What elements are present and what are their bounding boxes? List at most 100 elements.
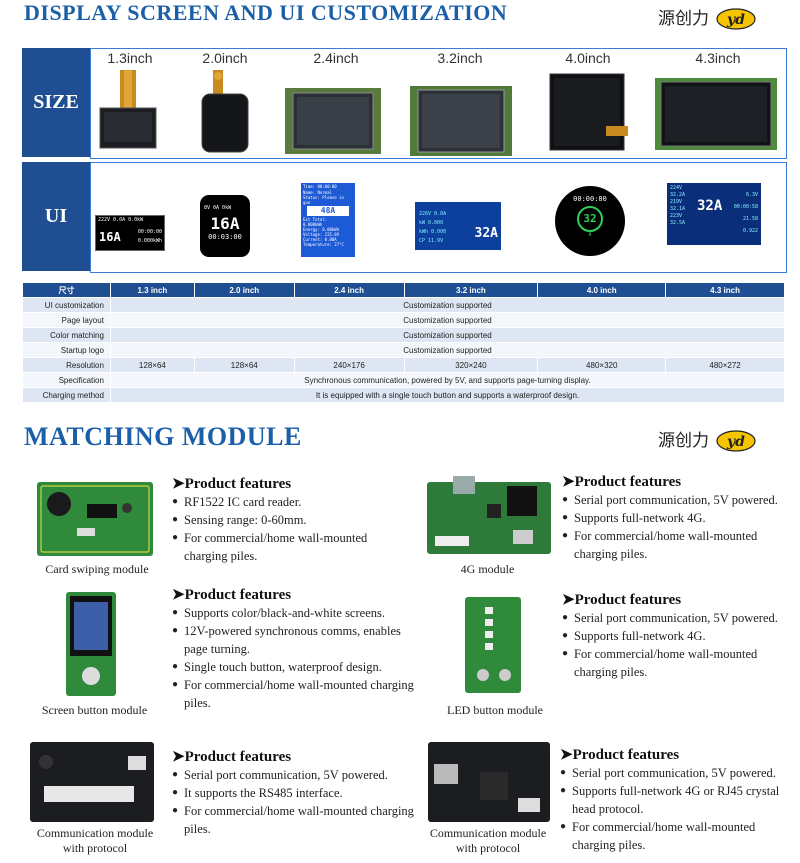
spec-header-6: 4.3 inch xyxy=(665,282,785,298)
ui43-left: 224V 32.2A 219V 32.1A 223V 32.5A xyxy=(670,185,685,227)
row-value: Customization supported xyxy=(109,312,786,328)
ui24-l2: Name: Normal xyxy=(303,190,332,195)
ui32-row-4: CP 11.9V xyxy=(419,238,444,244)
table-row: Startup logo Customization supported xyxy=(22,342,786,358)
brand-logo: 源创力 yd xyxy=(658,4,757,31)
feature-item: For commercial/home wall-mounted chargin… xyxy=(172,802,417,838)
features-title: ➤Product features xyxy=(562,592,682,608)
spec-table-header: 尺寸 1.3 inch 2.0 inch 2.4 inch 3.2 inch 4… xyxy=(22,282,785,298)
ui43-big: 32A xyxy=(697,198,723,214)
ui43-left-5: 223V xyxy=(670,213,683,219)
feature-item: For commercial/home wall-mounted chargin… xyxy=(172,529,412,565)
features-list: Serial port communication, 5V powered. I… xyxy=(172,766,417,838)
4g-caption: 4G module xyxy=(460,562,515,576)
ui24-l4: Ext Total: xyxy=(303,217,328,222)
lcd-2-4-photo xyxy=(285,88,381,154)
matching-title: MATCHING MODULE xyxy=(24,422,302,451)
spec-header-3: 2.4 inch xyxy=(293,282,405,298)
ui24-l7: Voltage: 225.8V xyxy=(303,232,340,237)
feature-item: Supports color/black-and-white screens. xyxy=(172,604,417,622)
size-label-4-3: 4.3inch xyxy=(695,50,741,66)
ui24-l6: Energy: 0.00kWh xyxy=(303,227,340,232)
table-row: Charging method It is equipped with a si… xyxy=(22,387,786,403)
ui13-big: 16A xyxy=(99,230,121,244)
resolution-cell: 480×320 xyxy=(537,357,667,373)
feature-item: Serial port communication, 5V powered. xyxy=(560,764,797,782)
card-swiping-module-photo xyxy=(37,482,153,556)
feature-item: Supports full-network 4G or RJ45 crystal… xyxy=(560,782,797,818)
row-label: Specification xyxy=(22,372,111,388)
screen-button-module-photo xyxy=(66,592,116,696)
row-value: It is equipped with a single touch butto… xyxy=(109,387,786,403)
ui-screen-4-3: 224V 32.2A 219V 32.1A 223V 32.5A 32A 6.3… xyxy=(667,183,761,245)
card-swiping-features: ➤Product features RF1522 IC card reader.… xyxy=(172,474,412,565)
svg-text:yd: yd xyxy=(726,434,745,450)
resolution-cell: 128×64 xyxy=(109,357,195,373)
ui20-big: 16A xyxy=(210,214,240,233)
row-label: Charging method xyxy=(22,387,111,403)
ui43-left-4: 32.1A xyxy=(670,206,686,212)
ui43-right-4: 0.922 xyxy=(742,228,758,234)
ui24-big: 48A xyxy=(307,206,349,216)
led-button-features: ➤Product features Serial port communicat… xyxy=(562,590,797,681)
ui43-left-3: 219V xyxy=(670,199,683,205)
ui13-kwh: 0.000kWh xyxy=(137,238,162,244)
resolution-cell: 240×176 xyxy=(293,357,405,373)
size-label-2-0: 2.0inch xyxy=(202,50,248,66)
comm-rs485-features: ➤Product features Serial port communicat… xyxy=(172,747,417,838)
led-button-module-photo xyxy=(465,597,521,693)
feature-item: Serial port communication, 5V powered. xyxy=(562,491,797,509)
spec-header-1: 1.3 inch xyxy=(109,282,195,298)
ui24-l1: Time: 00:00:00 xyxy=(303,184,337,189)
features-list: Supports color/black-and-white screens. … xyxy=(172,604,417,712)
ui-row-label: UI xyxy=(22,162,90,271)
row-label: UI customization xyxy=(22,297,111,313)
ui43-left-1: 224V xyxy=(670,185,683,191)
led-button-caption: LED button module xyxy=(447,703,543,717)
row-label: Page layout xyxy=(22,312,111,328)
ui-screen-2-0: 8V 0A 0kW 16A 00:03:00 xyxy=(200,195,250,257)
row-value: Customization supported xyxy=(109,327,786,343)
row-value: Customization supported xyxy=(109,297,786,313)
card-swiping-caption: Card swiping module xyxy=(45,562,149,576)
ui32-row-3: kWh 0.000 xyxy=(419,229,447,235)
ui43-left-6: 32.5A xyxy=(670,220,686,226)
ui13-top: 222V 0.0A 0.0kW xyxy=(98,217,144,223)
brand-logo-icon: yd xyxy=(716,8,757,30)
4g-features: ➤Product features Serial port communicat… xyxy=(562,472,797,563)
ui32-row-1: 226V 0.0A xyxy=(419,211,447,217)
row-label: Startup logo xyxy=(22,342,111,358)
spec-header-4: 3.2 inch xyxy=(403,282,539,298)
ui43-right-2: 00:00:58 xyxy=(733,204,758,210)
brand-logo-2: 源创力 yd xyxy=(658,426,757,453)
ui-row-frame xyxy=(90,162,787,273)
spec-header-5: 4.0 inch xyxy=(537,282,667,298)
features-title: ➤Product features xyxy=(562,474,682,490)
brand-logo-icon-2: yd xyxy=(716,430,757,452)
row-value: Customization supported xyxy=(109,342,786,358)
features-title: ➤Product features xyxy=(560,747,680,763)
features-list: Serial port communication, 5V powered. S… xyxy=(562,609,797,681)
comm-4g-caption: Communication module with protocol xyxy=(429,826,547,855)
feature-item: Single touch button, waterproof design. xyxy=(172,658,417,676)
feature-item: It supports the RS485 interface. xyxy=(172,784,417,802)
ui40-big: 32 xyxy=(577,206,603,232)
ui20-top: 8V 0A 0kW xyxy=(204,205,232,211)
lcd-3-2-photo xyxy=(410,86,512,156)
ui20-time: 00:03:00 xyxy=(208,233,242,241)
table-row: Color matching Customization supported xyxy=(22,327,786,343)
feature-item: For commercial/home wall-mounted chargin… xyxy=(560,818,797,854)
size-label-3-2: 3.2inch xyxy=(437,50,483,66)
ui32-row-2: kW 0.000 xyxy=(419,220,444,226)
feature-item: Supports full-network 4G. xyxy=(562,627,797,645)
features-title: ➤Product features xyxy=(172,587,292,603)
ui-screen-3-2: 226V 0.0A kW 0.000 kWh 0.000 CP 11.9V 32… xyxy=(415,202,501,250)
resolution-cell: 320×240 xyxy=(403,357,539,373)
ui24-l3: Status: Please in gun xyxy=(303,195,344,205)
size-label-2-4: 2.4inch xyxy=(313,50,359,66)
ui43-right-1: 6.3V xyxy=(745,192,758,198)
comm-4g-features: ➤Product features Serial port communicat… xyxy=(560,745,797,854)
feature-item: For commercial/home wall-mounted chargin… xyxy=(562,527,797,563)
resolution-cell: 480×272 xyxy=(665,357,785,373)
ui43-right: 6.3V 00:00:58 21.58 0.922 xyxy=(734,189,758,237)
